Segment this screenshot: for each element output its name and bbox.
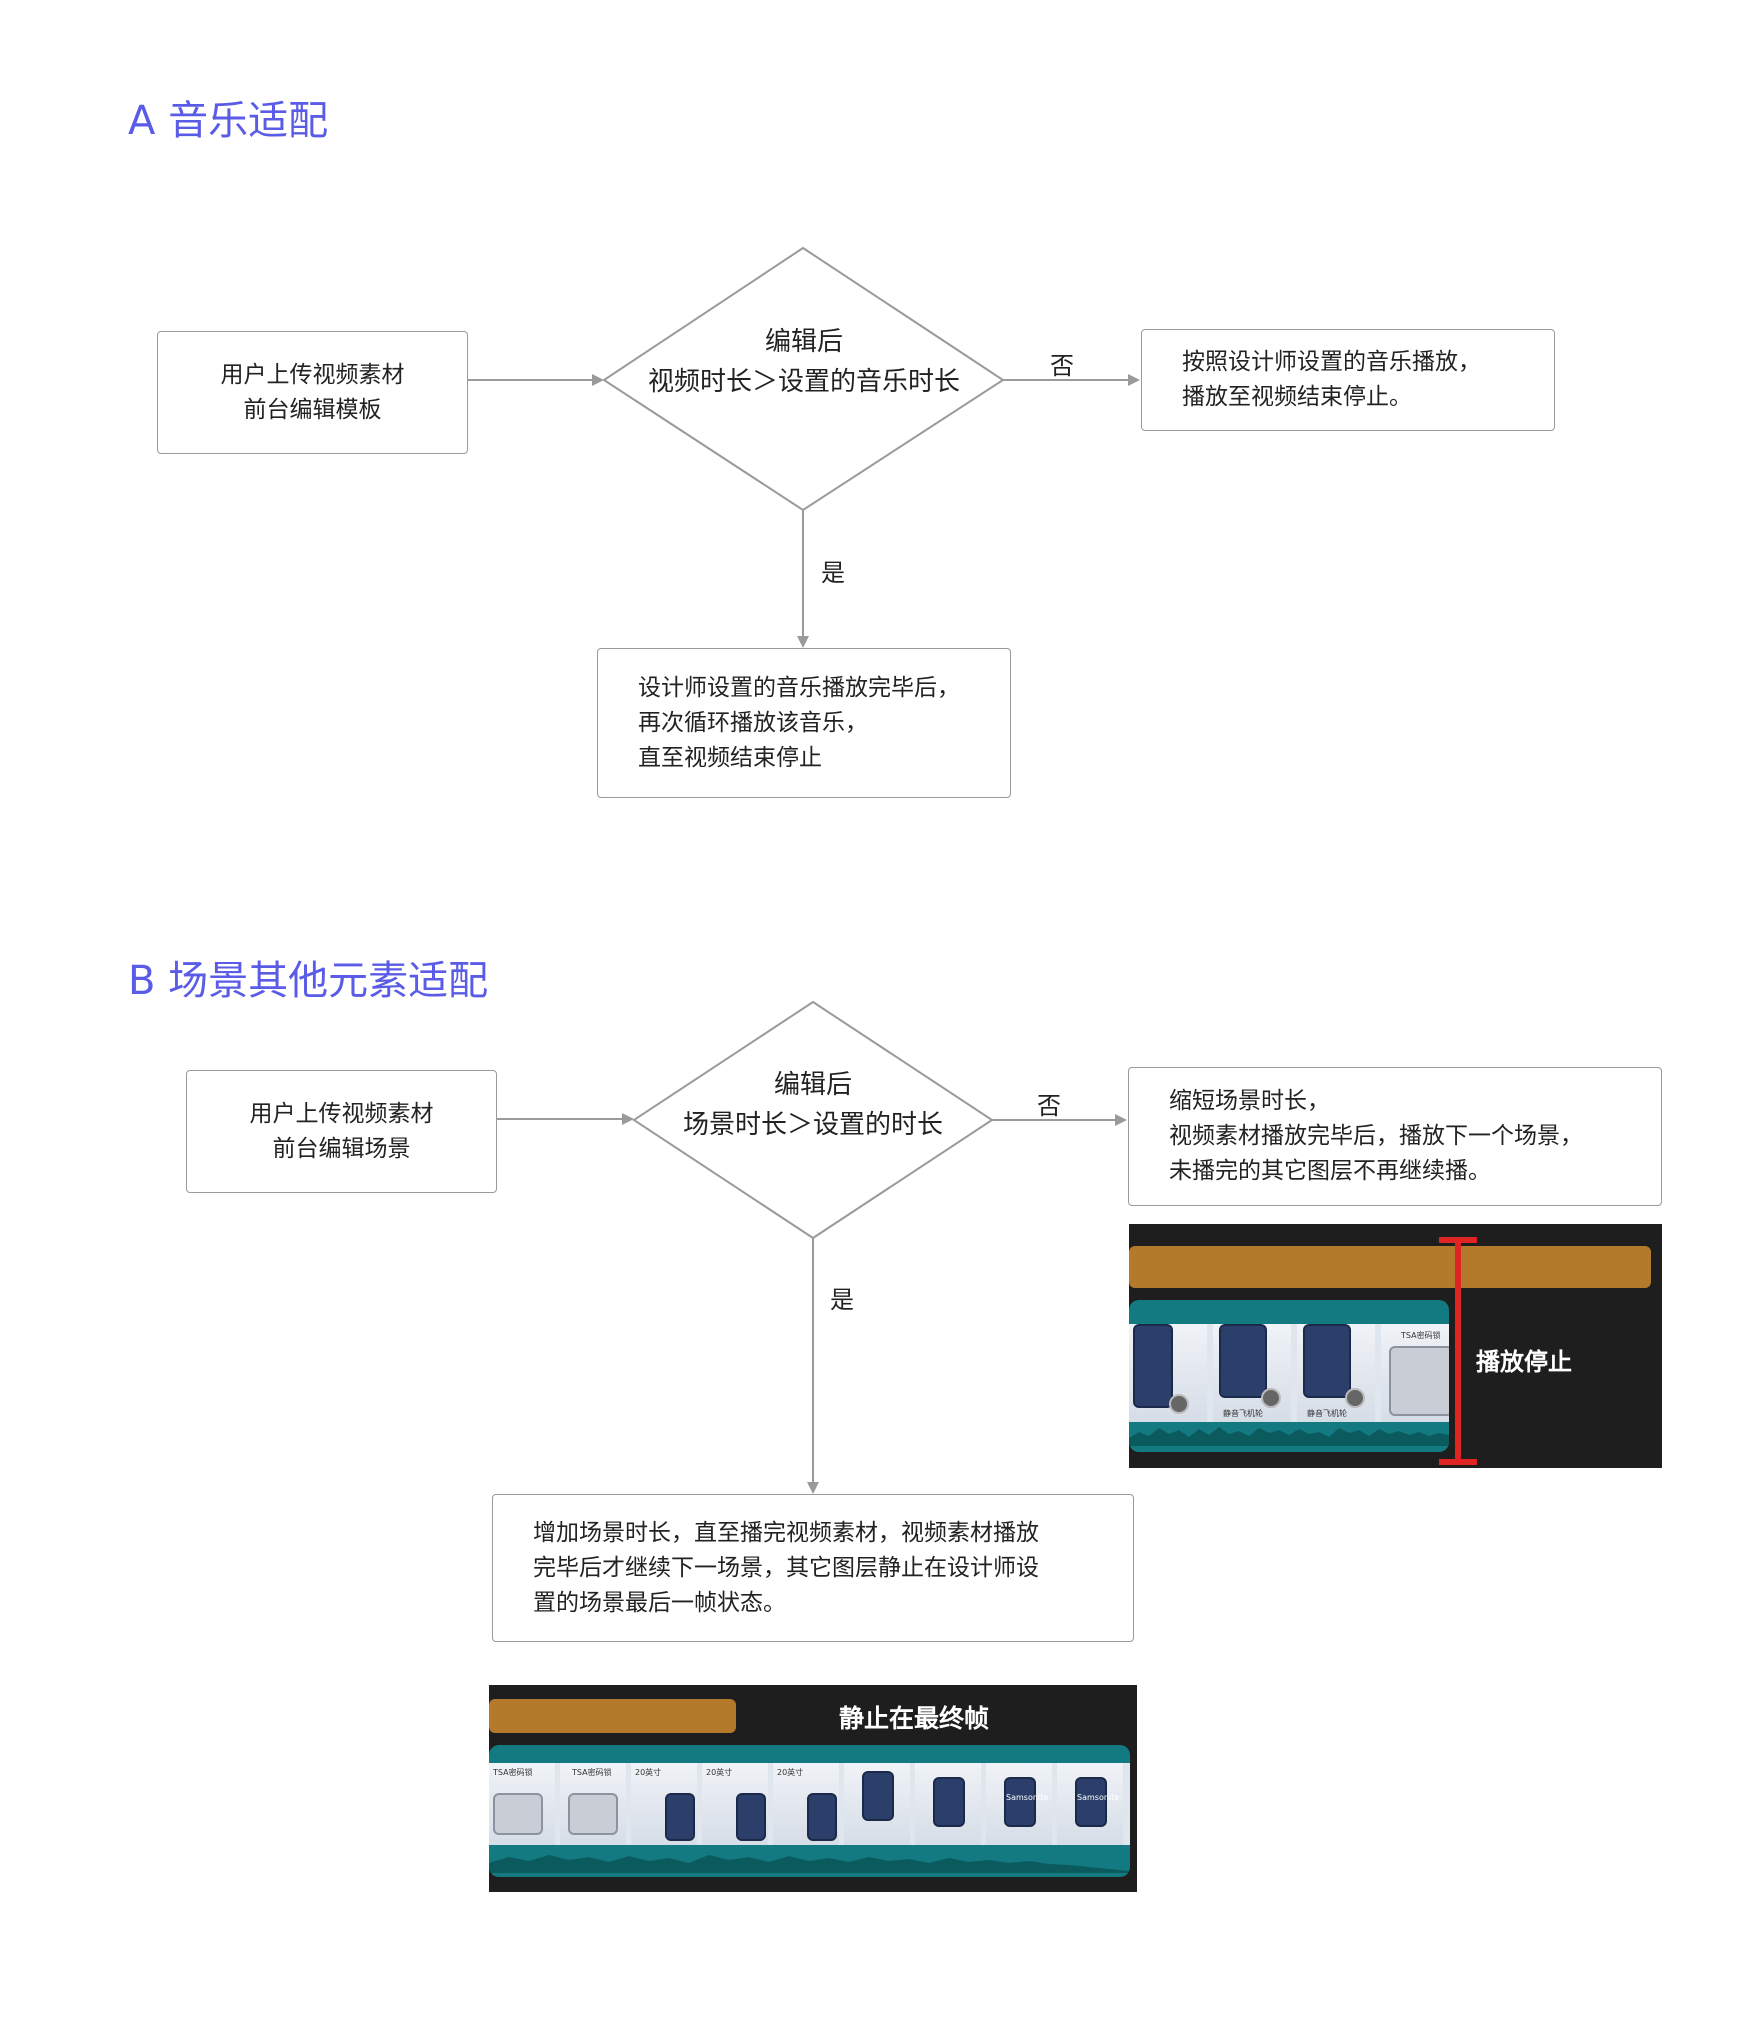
video-frame: TSA密码锁 bbox=[489, 1763, 555, 1845]
frame-caption: TSA密码锁 bbox=[1401, 1331, 1441, 1340]
section-a-no-result-box: 按照设计师设置的音乐播放， 播放至视频结束停止。 bbox=[1141, 329, 1555, 431]
section-b-no-label: 否 bbox=[1037, 1092, 1061, 1120]
audio-bar bbox=[1129, 1246, 1651, 1288]
video-frame: TSA密码锁 bbox=[1381, 1324, 1449, 1422]
section-a-yes-label: 是 bbox=[821, 559, 845, 587]
video-frame bbox=[1129, 1324, 1207, 1422]
section-a-start-text: 用户上传视频素材 前台编辑模板 bbox=[220, 361, 405, 423]
video-thumbnail-strip: TSA密码锁 TSA密码锁 20英寸 20英寸 20英寸 bbox=[489, 1763, 1130, 1845]
section-b-yes-result-box: 增加场景时长，直至播完视频素材，视频素材播放 完毕后才继续下一场景，其它图层静止… bbox=[492, 1494, 1134, 1642]
section-b-start-text: 用户上传视频素材 前台编辑场景 bbox=[249, 1100, 434, 1162]
audio-bar bbox=[489, 1699, 736, 1733]
section-b-decision-text: 编辑后 场景时长＞设置的时长 bbox=[682, 1070, 943, 1140]
frame-caption: 20英寸 bbox=[706, 1768, 733, 1777]
timeline-preview-freeze: 静止在最终帧 TSA密码锁 TSA密码锁 20英寸 20英寸 20英寸 bbox=[489, 1685, 1137, 1892]
section-a-start-box: 用户上传视频素材 前台编辑模板 bbox=[157, 331, 468, 454]
frame-caption: 静音飞机轮 bbox=[1307, 1409, 1347, 1418]
frame-caption: 20英寸 bbox=[635, 1768, 662, 1777]
frame-caption: 20英寸 bbox=[777, 1768, 804, 1777]
video-frame: Samsonite bbox=[1057, 1763, 1123, 1845]
section-a-title: A 音乐适配 bbox=[128, 98, 329, 144]
video-frame: Samsonite bbox=[986, 1763, 1052, 1845]
video-track: 静音飞机轮 静音飞机轮 TSA密码锁 bbox=[1129, 1300, 1449, 1452]
video-frame: 静音飞机轮 bbox=[1297, 1324, 1375, 1422]
section-a-no-label: 否 bbox=[1050, 352, 1074, 380]
video-frame: TSA密码锁 bbox=[560, 1763, 626, 1845]
audio-waveform bbox=[489, 1855, 1129, 1873]
frame-caption: TSA密码锁 bbox=[572, 1768, 612, 1777]
video-thumbnail-strip: 静音飞机轮 静音飞机轮 TSA密码锁 bbox=[1129, 1324, 1449, 1422]
video-frame bbox=[844, 1763, 910, 1845]
section-a-decision-text: 编辑后 视频时长＞设置的音乐时长 bbox=[647, 327, 960, 397]
section-b-yes-result-text: 增加场景时长，直至播完视频素材，视频素材播放 完毕后才继续下一场景，其它图层静止… bbox=[533, 1519, 1039, 1616]
section-a-no-result-text: 按照设计师设置的音乐播放， 播放至视频结束停止。 bbox=[1182, 349, 1481, 410]
video-frame: 静音飞机轮 bbox=[1213, 1324, 1291, 1422]
frame-caption: TSA密码锁 bbox=[493, 1768, 533, 1777]
frame-caption: Samsonite bbox=[1006, 1793, 1049, 1802]
playback-stopped-label: 播放停止 bbox=[1476, 1348, 1572, 1376]
freeze-last-frame-label: 静止在最终帧 bbox=[839, 1704, 990, 1733]
audio-waveform bbox=[1129, 1427, 1449, 1446]
section-a-yes-result-box: 设计师设置的音乐播放完毕后， 再次循环播放该音乐， 直至视频结束停止 bbox=[597, 648, 1011, 798]
section-b-yes-label: 是 bbox=[830, 1286, 854, 1314]
frame-caption: Samsonite bbox=[1077, 1793, 1120, 1802]
video-track: TSA密码锁 TSA密码锁 20英寸 20英寸 20英寸 bbox=[489, 1745, 1130, 1877]
video-frame bbox=[915, 1763, 981, 1845]
stop-marker bbox=[1439, 1237, 1477, 1465]
video-frame: 20英寸 bbox=[631, 1763, 697, 1845]
section-b-start-box: 用户上传视频素材 前台编辑场景 bbox=[186, 1070, 497, 1193]
video-frame: 20英寸 bbox=[773, 1763, 839, 1845]
section-b-no-result-text: 缩短场景时长， 视频素材播放完毕后，播放下一个场景， 未播完的其它图层不再继续播… bbox=[1169, 1088, 1583, 1184]
video-frame: 20英寸 bbox=[702, 1763, 768, 1845]
timeline-preview-stopped: 静音飞机轮 静音飞机轮 TSA密码锁 播放停止 bbox=[1129, 1224, 1662, 1468]
frame-caption: 静音飞机轮 bbox=[1223, 1409, 1263, 1418]
section-b-title: B 场景其他元素适配 bbox=[128, 958, 489, 1004]
section-b-no-result-box: 缩短场景时长， 视频素材播放完毕后，播放下一个场景， 未播完的其它图层不再继续播… bbox=[1128, 1067, 1662, 1206]
section-a-yes-result-text: 设计师设置的音乐播放完毕后， 再次循环播放该音乐， 直至视频结束停止 bbox=[638, 674, 960, 771]
